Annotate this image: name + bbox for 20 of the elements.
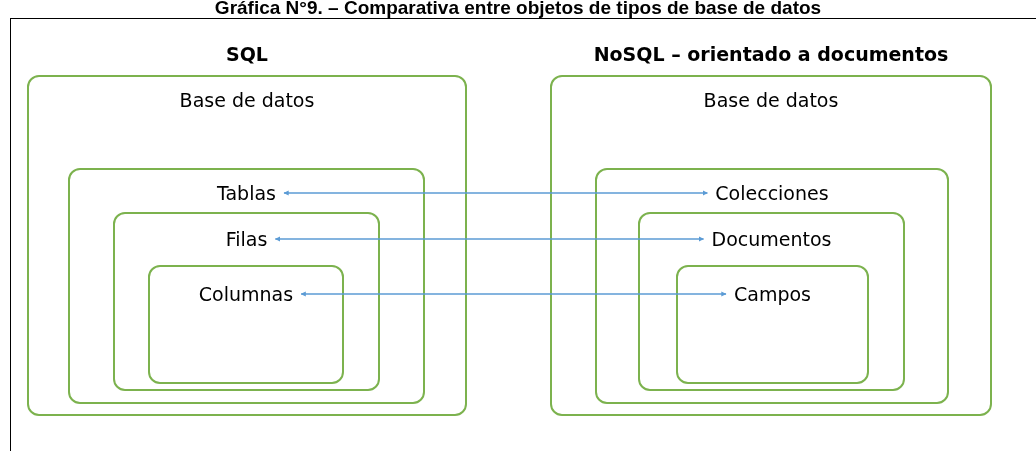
document-container: [638, 212, 905, 391]
table-container: [68, 168, 425, 404]
box-label: Columnas: [198, 283, 294, 305]
heading: SQL: [226, 43, 268, 65]
double-arrow: [300, 291, 727, 297]
box-label: Campos: [734, 283, 811, 305]
double-arrow: [274, 236, 705, 242]
field-container: [676, 265, 869, 384]
diagram-title: Gráfica N°9. – Comparativa entre objetos de tipos de base de datos: [213, 0, 823, 19]
box-label: Documentos: [711, 228, 832, 250]
box-label: Base de datos: [179, 89, 315, 111]
collection-container: [595, 168, 949, 404]
box-label: Tablas: [217, 182, 276, 204]
box-label: Filas: [225, 228, 268, 250]
heading: NoSQL – orientado a documentos: [593, 43, 949, 65]
box-label: Base de datos: [703, 89, 839, 111]
row-container: [113, 212, 380, 391]
double-arrow: [283, 190, 708, 196]
column-container: [148, 265, 344, 384]
box-label: Colecciones: [715, 182, 829, 204]
